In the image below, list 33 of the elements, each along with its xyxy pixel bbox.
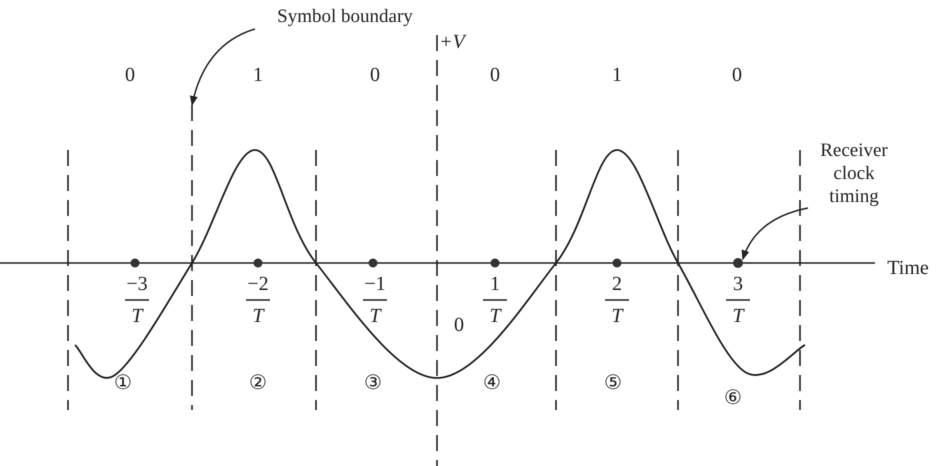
tick-label: T xyxy=(732,306,744,326)
callout-number: ⑥ xyxy=(724,388,742,408)
tick-label: −2 xyxy=(247,274,269,294)
tick-label: T xyxy=(252,306,264,326)
bit-label: 1 xyxy=(253,65,263,85)
tick-label: −1 xyxy=(364,274,386,294)
callout-text: Receiver clock timing xyxy=(808,140,900,208)
tick-label: 3 xyxy=(733,274,743,294)
axis-label: Time xyxy=(887,258,929,278)
callout-number: ④ xyxy=(483,373,501,393)
callout-number: ③ xyxy=(364,373,382,393)
timing-dot xyxy=(733,258,743,268)
tick-label: 0 xyxy=(454,315,464,335)
callout-number: ② xyxy=(249,373,267,393)
tick-label: 1 xyxy=(490,274,500,294)
callout-number: ① xyxy=(114,373,132,393)
tick-label: 2 xyxy=(612,274,622,294)
bit-label: 0 xyxy=(732,65,742,85)
tick-label: T xyxy=(611,306,623,326)
callout-text: Symbol boundary xyxy=(255,6,435,29)
tick-label: T xyxy=(131,306,143,326)
tick-label: T xyxy=(489,306,501,326)
dashed-line xyxy=(191,105,193,410)
tick-label: T xyxy=(369,306,381,326)
bit-label: 0 xyxy=(370,65,380,85)
bit-label: 1 xyxy=(612,65,622,85)
tick-label: −3 xyxy=(126,274,148,294)
leader-line xyxy=(742,207,808,260)
callout-number: ⑤ xyxy=(604,373,622,393)
bit-label: 0 xyxy=(125,65,135,85)
leader-line xyxy=(190,28,256,106)
bit-label: 0 xyxy=(490,65,500,85)
axis-label: +V xyxy=(439,32,465,52)
